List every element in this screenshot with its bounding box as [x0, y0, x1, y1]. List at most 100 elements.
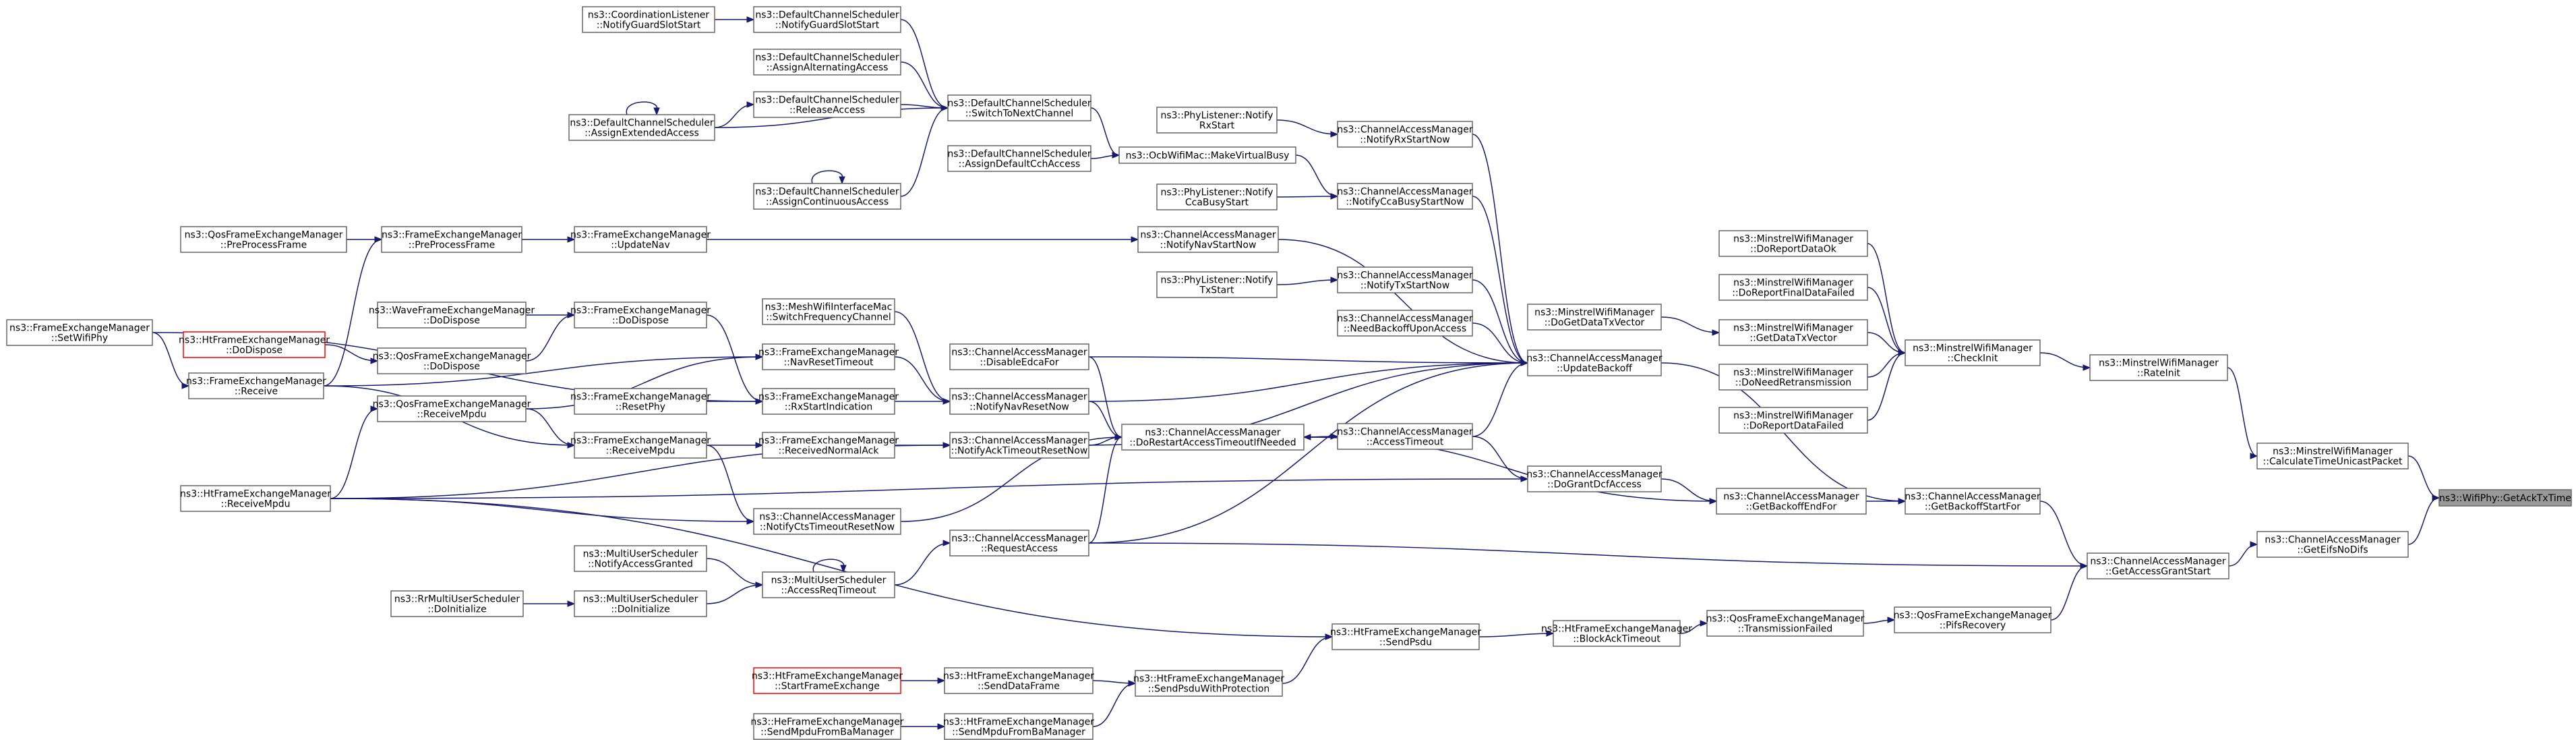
node-rfdf[interactable]: ns3::MinstrelWifiManager::DoReportFinalD… — [1718, 274, 1868, 301]
node-calctu[interactable]: ns3::MinstrelWifiManager::CalculateTimeU… — [2256, 443, 2409, 469]
node-rsi[interactable]: ns3::FrameExchangeManager::RxStartIndica… — [758, 388, 899, 415]
node-bato[interactable]: ns3::HtFrameExchangeManager::BlockAckTim… — [1541, 620, 1692, 647]
node-txs[interactable]: ns3::PhyListener::NotifyTxStart — [1156, 271, 1278, 298]
node-nctrn[interactable]: ns3::ChannelAccessManager::NotifyCtsTime… — [753, 508, 901, 535]
node-ra[interactable]: ns3::ChannelAccessManager::RequestAccess — [949, 530, 1089, 557]
node-label-line: ::PreProcessFrame — [409, 240, 495, 251]
node-gdtv[interactable]: ns3::MinstrelWifiManager::GetDataTxVecto… — [1718, 319, 1868, 346]
node-ht_rmpdu[interactable]: ns3::HtFrameExchangeManager::ReceiveMpdu — [180, 485, 331, 512]
call-edge-qos_ppf-to-ppf — [347, 236, 383, 243]
call-edge-htsfe-to-sdf — [901, 677, 946, 684]
node-label-line: TxStart — [1199, 285, 1234, 296]
node-rateinit[interactable]: ns3::MinstrelWifiManager::RateInit — [2089, 354, 2228, 381]
node-sdf[interactable]: ns3::HtFrameExchangeManager::SendDataFra… — [943, 667, 1094, 694]
node-label-line: ns3::HtFrameExchangeManager — [752, 671, 903, 682]
node-aea[interactable]: ns3::DefaultChannelScheduler::AssignExte… — [568, 114, 715, 141]
node-geifs[interactable]: ns3::ChannelAccessManager::GetEifsNoDifs — [2256, 531, 2409, 558]
node-label-line: ::SendMpduFromBaManager — [760, 727, 894, 738]
node-fem_dd[interactable]: ns3::FrameExchangeManager::DoDispose — [570, 302, 711, 329]
node-resetphy[interactable]: ns3::FrameExchangeManager::ResetPhy — [570, 388, 711, 415]
node-label-line: ns3::MultiUserScheduler — [583, 549, 698, 560]
call-edge-at-to-drati — [1302, 434, 1338, 440]
node-gbsf[interactable]: ns3::ChannelAccessManager::GetBackoffSta… — [1905, 488, 2041, 515]
node-gatx[interactable]: ns3::WifiPhy::GetAckTxTime — [2438, 489, 2572, 507]
node-label-line: ns3::ChannelAccessManager — [1140, 230, 1276, 241]
node-sendpsdu[interactable]: ns3::HtFrameExchangeManager::SendPsdu — [1330, 623, 1481, 650]
node-label-line: ::NeedBackoffUponAccess — [1344, 324, 1466, 335]
node-label-line: ns3::MinstrelWifiManager — [2099, 358, 2219, 369]
node-qos_dd[interactable]: ns3::QosFrameExchangeManager::DoDispose — [373, 347, 531, 374]
node-dogdtv[interactable]: ns3::MinstrelWifiManager::DoGetDataTxVec… — [1527, 304, 1662, 331]
node-nbuua[interactable]: ns3::ChannelAccessManager::NeedBackoffUp… — [1337, 310, 1473, 337]
node-box — [1331, 623, 1480, 650]
node-rxs[interactable]: ns3::PhyListener::NotifyRxStart — [1156, 107, 1278, 134]
node-box — [377, 395, 527, 422]
node-rxsn[interactable]: ns3::ChannelAccessManager::NotifyRxStart… — [1337, 121, 1473, 148]
node-natrn[interactable]: ns3::ChannelAccessManager::NotifyAckTime… — [949, 432, 1089, 459]
node-box — [574, 432, 707, 459]
node-fem_setwp[interactable]: ns3::FrameExchangeManager::SetWifiPhy — [6, 319, 153, 346]
node-smfba[interactable]: ns3::HtFrameExchangeManager::SendMpduFro… — [943, 713, 1094, 740]
node-ht_dd[interactable]: ns3::HtFrameExchangeManager::DoDispose — [179, 331, 330, 358]
node-qos_rmpdu[interactable]: ns3::QosFrameExchangeManager::ReceiveMpd… — [373, 395, 531, 422]
node-fem_recv[interactable]: ns3::FrameExchangeManager::Receive — [186, 372, 326, 399]
node-box — [753, 713, 901, 740]
call-edge-ccabs-to-ccasn — [1276, 193, 1339, 200]
node-pifs[interactable]: ns3::QosFrameExchangeManager::PifsRecove… — [1894, 606, 2052, 633]
node-mus_di[interactable]: ns3::MultiUserScheduler::DoInitialize — [574, 590, 707, 617]
node-htsfe[interactable]: ns3::HtFrameExchangeManager::StartFrameE… — [752, 667, 903, 694]
edge-layer — [152, 16, 2440, 730]
node-qos_ppf[interactable]: ns3::QosFrameExchangeManager::PreProcess… — [180, 226, 347, 253]
node-acca[interactable]: ns3::DefaultChannelScheduler::AssignDefa… — [947, 145, 1091, 172]
node-label-line: ::BlockAckTimeout — [1573, 634, 1660, 645]
node-gbef[interactable]: ns3::ChannelAccessManager::GetBackoffEnd… — [1716, 488, 1867, 515]
node-checkinit[interactable]: ns3::MinstrelWifiManager::CheckInit — [1905, 339, 2041, 366]
node-dgdcf[interactable]: ns3::ChannelAccessManager::DoGrantDcfAcc… — [1526, 465, 1663, 492]
node-dedca[interactable]: ns3::ChannelAccessManager::DisableEdcaFo… — [949, 343, 1089, 370]
node-txfail[interactable]: ns3::QosFrameExchangeManager::Transmissi… — [1706, 610, 1865, 637]
node-label-line: ::Receive — [235, 387, 278, 397]
node-drati[interactable]: ns3::ChannelAccessManager::DoRestartAcce… — [1121, 424, 1305, 451]
node-mus_ara[interactable]: ns3::MultiUserScheduler::AccessReqTimeou… — [762, 571, 895, 598]
node-mus_nag[interactable]: ns3::MultiUserScheduler::NotifyAccessGra… — [574, 545, 707, 572]
node-box — [1716, 488, 1867, 515]
node-rr_di[interactable]: ns3::RrMultiUserScheduler::DoInitialize — [390, 590, 524, 617]
node-cl_ngss[interactable]: ns3::CoordinationListener::NotifyGuardSl… — [582, 6, 715, 33]
node-hesmfba[interactable]: ns3::HeFrameExchangeManager::SendMpduFro… — [750, 713, 904, 740]
node-swfc[interactable]: ns3::MeshWifiInterfaceMac::SwitchFrequen… — [762, 298, 895, 325]
node-rmpdu[interactable]: ns3::FrameExchangeManager::ReceiveMpdu — [570, 432, 711, 459]
node-rela[interactable]: ns3::DefaultChannelScheduler::ReleaseAcc… — [753, 91, 901, 118]
node-txsn[interactable]: ns3::ChannelAccessManager::NotifyTxStart… — [1337, 266, 1473, 293]
node-ccabs[interactable]: ns3::PhyListener::NotifyCcaBusyStart — [1156, 183, 1278, 210]
node-label-line: ns3::HtFrameExchangeManager — [1330, 627, 1481, 638]
node-label-line: ns3::MinstrelWifiManager — [1534, 308, 1654, 318]
node-ppf[interactable]: ns3::FrameExchangeManager::PreProcessFra… — [381, 226, 522, 253]
node-label-line: ::DoInitialize — [427, 604, 486, 615]
node-aaa[interactable]: ns3::DefaultChannelScheduler::AssignAlte… — [753, 49, 901, 76]
node-ngss[interactable]: ns3::DefaultChannelScheduler::NotifyGuar… — [753, 6, 901, 33]
node-nrt[interactable]: ns3::FrameExchangeManager::NavResetTimeo… — [758, 343, 899, 370]
node-spwp[interactable]: ns3::HtFrameExchangeManager::SendPsduWit… — [1133, 670, 1284, 697]
node-label-line: ns3::HtFrameExchangeManager — [943, 717, 1094, 728]
call-edge-ccasn-to-ub — [1472, 196, 1529, 366]
node-label-line: ::NavResetTimeout — [783, 358, 874, 368]
node-rdok[interactable]: ns3::MinstrelWifiManager::DoReportDataOk — [1718, 230, 1868, 257]
node-unav[interactable]: ns3::FrameExchangeManager::UpdateNav — [570, 226, 711, 253]
node-stnc[interactable]: ns3::DefaultChannelScheduler::SwitchToNe… — [947, 94, 1091, 121]
node-box — [1905, 339, 2041, 366]
node-ccasn[interactable]: ns3::ChannelAccessManager::NotifyCcaBusy… — [1337, 183, 1473, 210]
node-label-line: ns3::ChannelAccessManager — [1526, 469, 1663, 480]
node-dnr[interactable]: ns3::MinstrelWifiManager::DoNeedRetransm… — [1718, 364, 1868, 391]
node-ub[interactable]: ns3::ChannelAccessManager::UpdateBackoff — [1526, 349, 1663, 376]
node-gags[interactable]: ns3::ChannelAccessManager::GetAccessGran… — [2087, 552, 2229, 579]
node-rdf[interactable]: ns3::MinstrelWifiManager::DoReportDataFa… — [1718, 407, 1868, 434]
node-aca[interactable]: ns3::DefaultChannelScheduler::AssignCont… — [753, 183, 901, 210]
node-at[interactable]: ns3::ChannelAccessManager::AccessTimeout — [1337, 423, 1473, 450]
node-rna[interactable]: ns3::FrameExchangeManager::ReceivedNorma… — [758, 432, 899, 459]
node-navsn[interactable]: ns3::ChannelAccessManager::NotifyNavStar… — [1137, 226, 1279, 253]
node-nnrn[interactable]: ns3::ChannelAccessManager::NotifyNavRese… — [949, 388, 1089, 415]
node-box — [762, 343, 895, 370]
node-label-line: ::ResetPhy — [616, 402, 665, 413]
node-wave_dd[interactable]: ns3::WaveFrameExchangeManager::DoDispose — [369, 302, 535, 329]
node-ocbmvb[interactable]: ns3::OcbWifiMac::MakeVirtualBusy — [1118, 146, 1296, 164]
